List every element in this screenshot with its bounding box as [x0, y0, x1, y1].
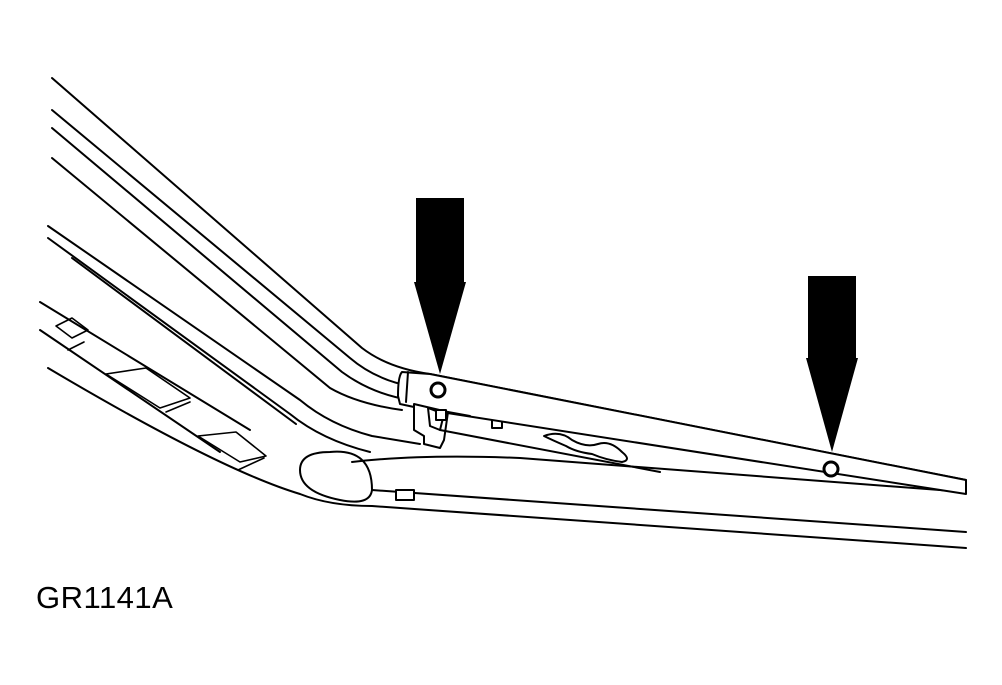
bolt-left — [429, 381, 447, 399]
panel-slots — [55, 317, 267, 471]
tab-left — [395, 489, 415, 501]
oval-opening — [299, 450, 373, 503]
oval-lower-sweep — [351, 455, 967, 493]
wavy-slot — [543, 432, 628, 463]
trim-strip — [397, 371, 967, 495]
bolt-right — [822, 460, 840, 478]
bracket-assembly — [413, 403, 661, 473]
down-arrow-icon — [414, 198, 466, 374]
lower-panel-lines — [39, 225, 967, 549]
figure-label: GR1141A — [36, 580, 174, 615]
down-arrow-icon — [806, 276, 858, 452]
